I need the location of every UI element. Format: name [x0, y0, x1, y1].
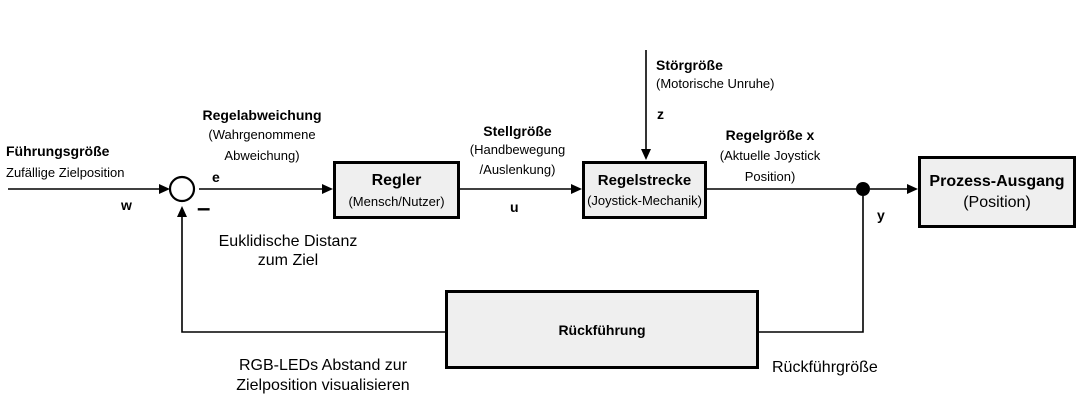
reference-subtitle: Zufällige Zielposition — [6, 165, 125, 180]
error-symbol: e — [212, 169, 220, 185]
error-subtitle-line1: (Wahrgenommene — [208, 127, 316, 142]
feedback-note-line1: RGB-LEDs Abstand zur — [238, 357, 408, 374]
arrowhead-manipulated — [571, 184, 582, 194]
arrowhead-error — [322, 184, 333, 194]
reference-symbol: w — [121, 197, 132, 213]
arrowhead-reference — [159, 184, 170, 194]
arrowhead-disturbance — [641, 149, 651, 160]
controlled-subtitle-line2: Position) — [744, 169, 796, 184]
controlled-title: Regelgröße x — [725, 127, 815, 143]
distance-label-line1: Euklidische Distanz — [218, 233, 358, 250]
feedback-signal-label: Rückführgröße — [772, 359, 878, 376]
summing-junction — [168, 175, 196, 203]
manipulated-subtitle-line2: /Auslenkung) — [479, 162, 556, 177]
disturbance-symbol: z — [657, 106, 664, 122]
reference-title: Führungsgröße — [6, 143, 110, 159]
feedback-block: Rückführung — [445, 290, 759, 369]
error-title: Regelabweichung — [202, 107, 322, 123]
manipulated-title: Stellgröße — [483, 123, 552, 139]
plant-subtitle: (Joystick-Mechanik) — [587, 193, 702, 208]
minus-sign: – — [197, 195, 211, 222]
controller-subtitle: (Mensch/Nutzer) — [348, 193, 445, 209]
output-block: Prozess-Ausgang (Position) — [918, 156, 1076, 228]
disturbance-subtitle: (Motorische Unruhe) — [656, 76, 775, 91]
controller-block: Regler (Mensch/Nutzer) — [333, 161, 460, 219]
output-symbol: y — [877, 207, 885, 223]
line-feedback-left — [181, 215, 445, 333]
plant-block: Regelstrecke (Joystick-Mechanik) — [582, 161, 707, 219]
output-title: Prozess-Ausgang — [929, 172, 1065, 190]
arrowhead-feedback — [177, 206, 187, 217]
feedback-note-line2: Zielposition visualisieren — [236, 377, 410, 394]
manipulated-symbol: u — [510, 199, 519, 215]
controlled-subtitle-line1: (Aktuelle Joystick — [719, 148, 821, 163]
distance-label-line2: zum Ziel — [257, 252, 319, 269]
feedback-title: Rückführung — [558, 321, 646, 338]
output-subtitle: (Position) — [963, 193, 1031, 211]
manipulated-subtitle-line1: (Handbewegung — [469, 142, 566, 157]
arrowhead-output — [907, 184, 918, 194]
error-subtitle-line2: Abweichung) — [224, 148, 300, 163]
branch-point — [856, 182, 870, 196]
disturbance-title: Störgröße — [656, 57, 723, 73]
plant-title: Regelstrecke — [597, 172, 692, 189]
controller-title: Regler — [371, 171, 422, 189]
line-feedback-right — [759, 196, 864, 333]
